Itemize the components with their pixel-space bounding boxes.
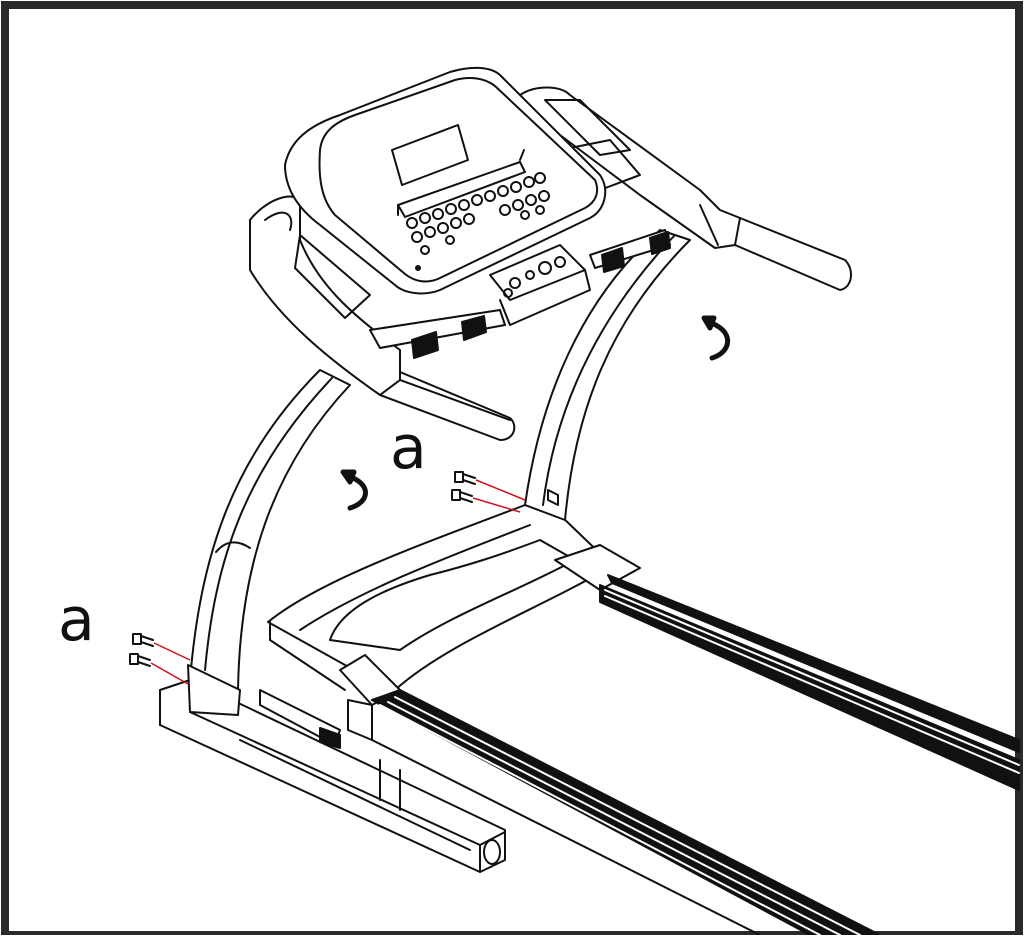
bolt-icon <box>451 489 473 503</box>
bolt-guides <box>150 479 526 685</box>
upright-left <box>187 369 351 716</box>
upright-right <box>524 229 691 521</box>
console-buttons <box>406 172 550 255</box>
label-bolt-a-lower: a <box>58 585 95 655</box>
label-bolt-a-upper: a <box>390 413 427 483</box>
bolt-icon <box>129 653 151 667</box>
bolt-group-upper <box>451 471 476 503</box>
handrail-right <box>519 86 852 291</box>
console <box>284 66 631 326</box>
console-display <box>391 124 469 186</box>
bolt-icon <box>454 471 476 485</box>
rotate-arrow-icon <box>340 315 730 511</box>
deck <box>259 504 1020 936</box>
bolt-icon <box>132 633 154 647</box>
bolt-group-lower <box>129 633 154 667</box>
